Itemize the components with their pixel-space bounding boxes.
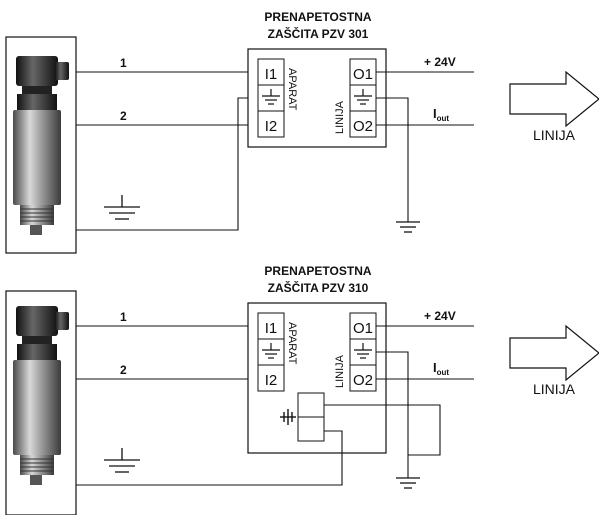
terminal-i1: I1	[265, 66, 278, 83]
terminal-ground-icon	[354, 89, 372, 105]
arrow-linija-label: LINIJA	[533, 381, 576, 397]
supply-voltage-label: + 24V	[424, 309, 456, 323]
terminal-o2: O2	[353, 118, 373, 135]
line-arrow-icon	[509, 324, 599, 382]
terminal-i2: I2	[265, 372, 278, 389]
device-title-line2: ZAŠČITA PZV 301	[268, 26, 369, 41]
terminal-o1: O1	[353, 66, 373, 83]
wire-1-label: 1	[120, 310, 127, 324]
aparat-label: APARAT	[286, 322, 298, 365]
iout-label: Iout	[433, 106, 449, 123]
supply-voltage-label: + 24V	[424, 55, 456, 69]
wire-2-label: 2	[120, 109, 127, 123]
sensor-frame	[5, 290, 77, 515]
pressure-sensor-icon	[13, 56, 69, 235]
pressure-sensor-icon	[13, 306, 69, 485]
linija-label: LINIJA	[334, 354, 346, 388]
ground-symbol-icon	[104, 195, 140, 220]
terminal-ground-icon	[354, 343, 372, 359]
ground-symbol-icon	[104, 448, 140, 473]
terminal-o2: O2	[353, 372, 373, 389]
circuit-top: 1 2 PRENAPETOSTNA ZAŠČITA PZV 301 I1 I2 …	[5, 10, 599, 254]
chassis-ground-icon	[280, 409, 296, 425]
device-title-line2: ZAŠČITA PZV 310	[268, 280, 369, 295]
terminal-i1: I1	[265, 320, 278, 337]
device-title-line1: PRENAPETOSTNA	[264, 10, 371, 24]
iout-label: Iout	[433, 360, 449, 377]
circuit-bottom: 1 2 PRENAPETOSTNA ZAŠČITA PZV 310 I1 I2 …	[5, 264, 599, 515]
line-arrow-icon	[509, 70, 599, 128]
terminal-o1: O1	[353, 320, 373, 337]
aparat-label: APARAT	[286, 68, 298, 111]
terminal-ground-icon	[262, 89, 280, 105]
wire-2-label: 2	[120, 363, 127, 377]
wire-1-label: 1	[120, 56, 127, 70]
device-title-line1: PRENAPETOSTNA	[264, 264, 371, 278]
terminal-ground-icon	[262, 343, 280, 359]
arrow-linija-label: LINIJA	[533, 127, 576, 143]
sensor-frame	[5, 36, 77, 254]
ground-symbol-icon	[396, 221, 420, 233]
ground-symbol-icon	[396, 477, 420, 489]
terminal-i2: I2	[265, 118, 278, 135]
linija-label: LINIJA	[334, 100, 346, 134]
